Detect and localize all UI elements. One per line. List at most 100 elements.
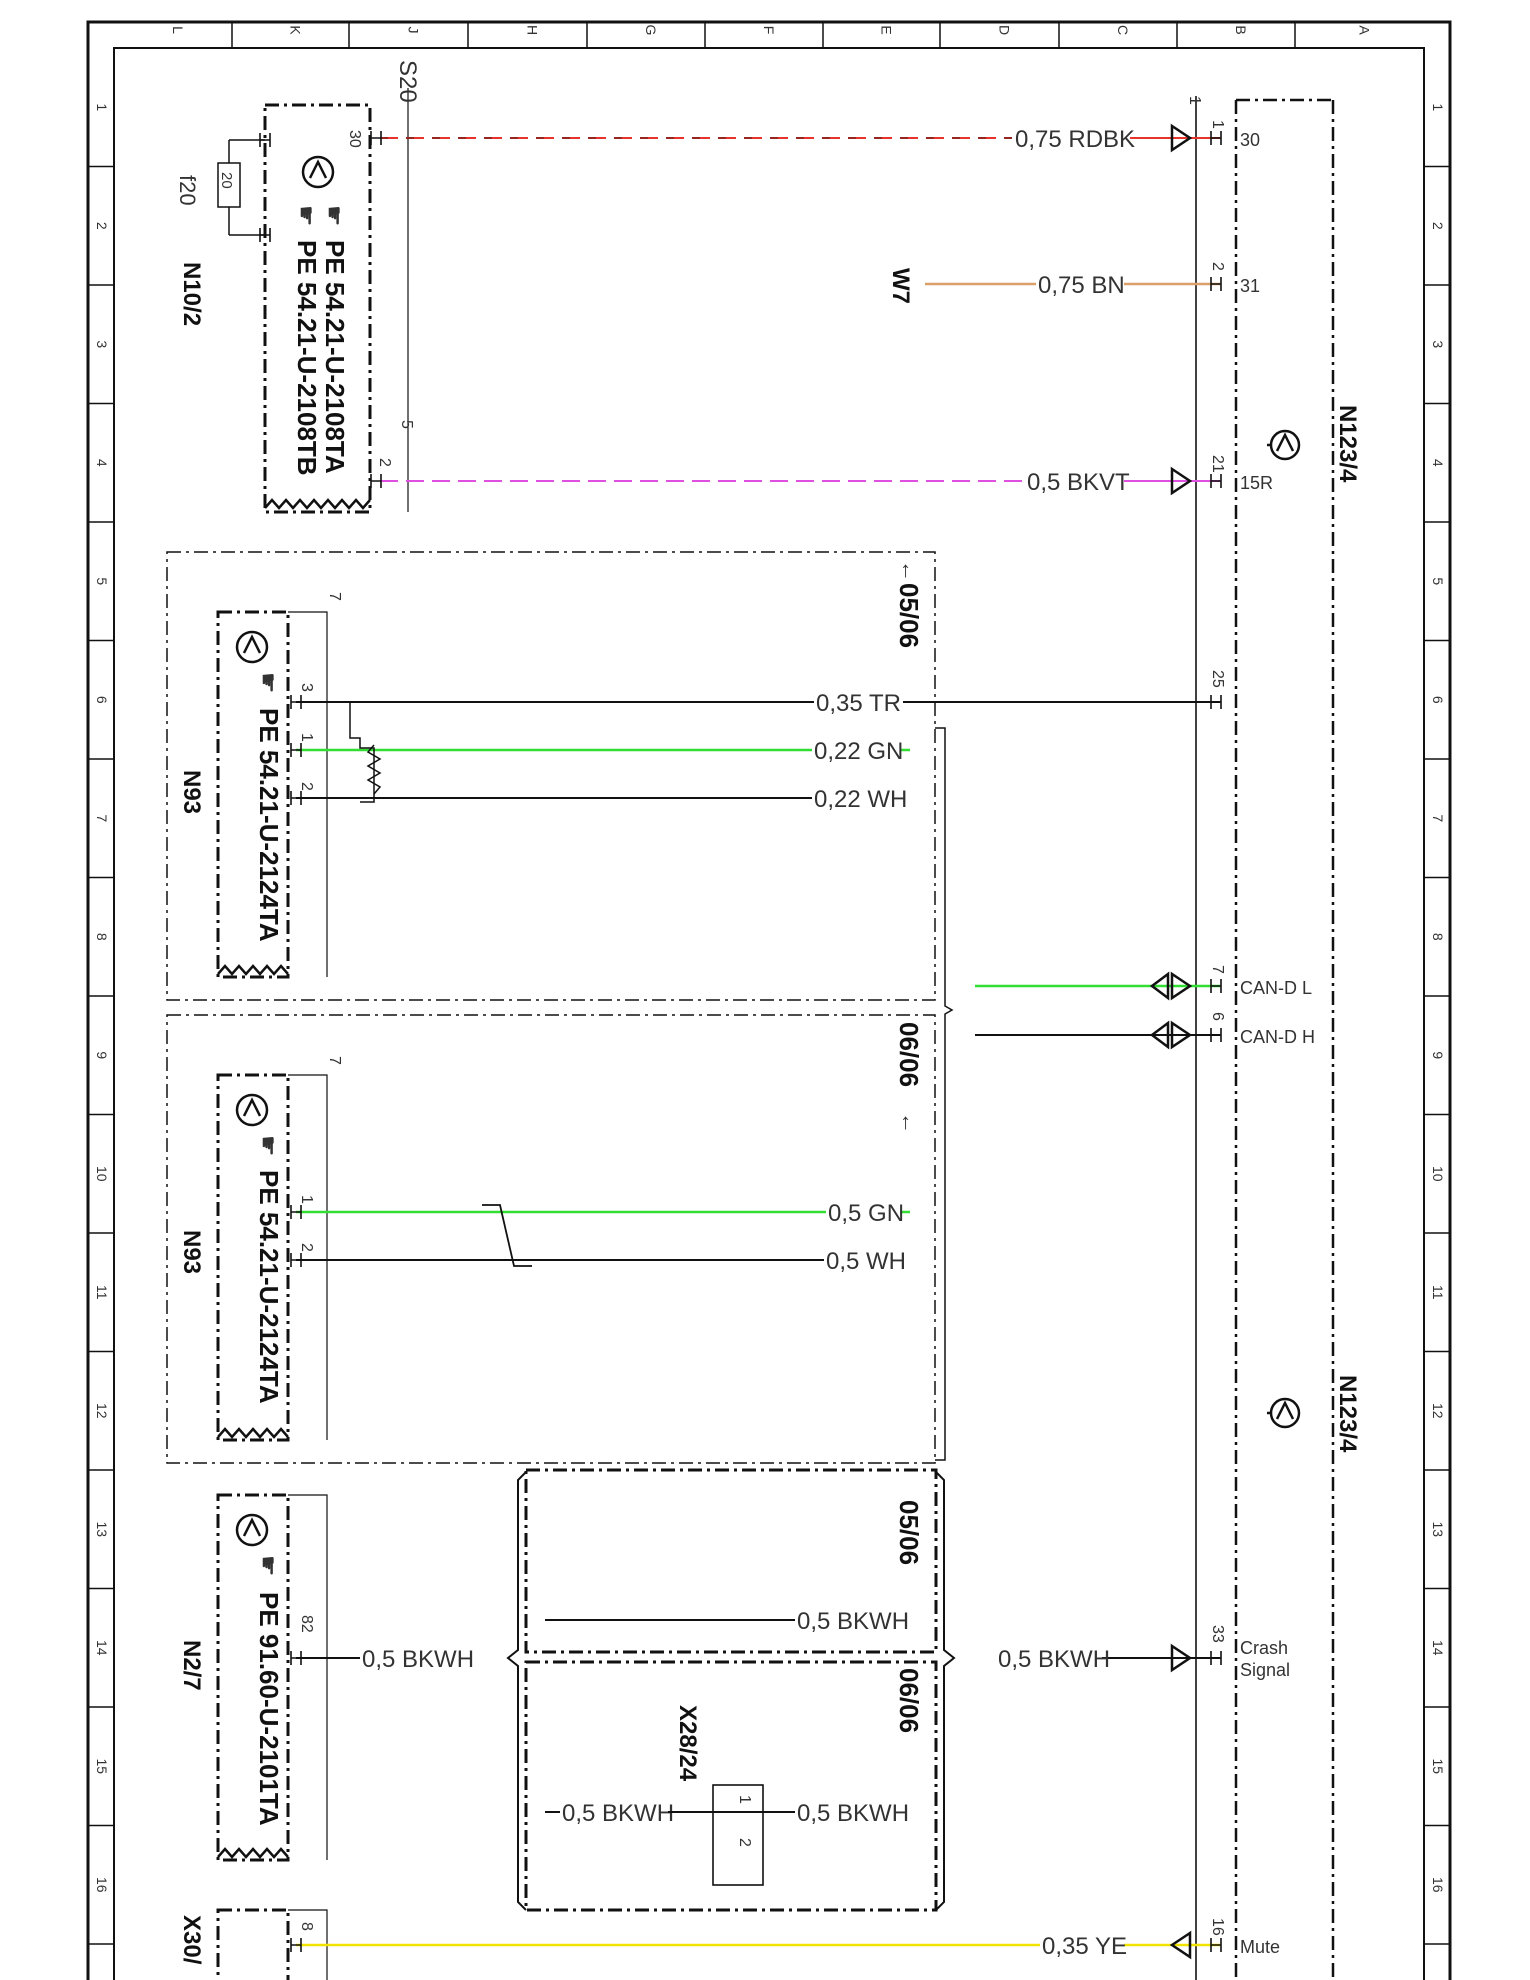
n93-a-variant-box <box>166 551 936 1001</box>
n93-b-break <box>217 1427 289 1439</box>
pe-hand-icon: ☛ <box>254 672 281 694</box>
label-w31: 0,75 BN <box>1038 272 1125 299</box>
twisted-pair-coil <box>366 744 382 795</box>
pe-hand-icon: ☛ <box>254 1555 281 1577</box>
variant-05-06: 05/06 <box>894 583 924 648</box>
antenna-icon <box>301 155 335 189</box>
arrow-down-icon: ← <box>897 560 922 582</box>
column-label: E <box>879 25 895 34</box>
pin-no-7: 7 <box>1209 965 1226 974</box>
label-bkwh-left: 0,5 BKWH <box>362 1646 474 1673</box>
label-bkwh-x2: 0,5 BKWH <box>797 1800 909 1827</box>
x30-housing <box>216 1908 290 1980</box>
row-label: 8 <box>94 933 110 941</box>
row-label: 2 <box>94 222 110 230</box>
variant-06-06-b: 06/06 <box>894 1668 924 1733</box>
column-label: K <box>288 25 304 35</box>
pin-mark <box>290 1253 302 1267</box>
n10-2-housing <box>263 103 372 514</box>
row-label: 10 <box>94 1166 110 1182</box>
row-label: 6 <box>1430 696 1446 704</box>
group-brace-right <box>935 1471 956 1911</box>
row-label: 7 <box>1430 814 1446 822</box>
column-label: H <box>525 25 541 35</box>
pin-mark <box>1210 695 1222 709</box>
pin-markers <box>259 131 1222 1952</box>
label-w-wh2: 0,5 WH <box>826 1248 906 1275</box>
x28-24-connector <box>712 1784 764 1886</box>
n123-label-top: N123/4 <box>1334 405 1361 483</box>
variant-05-06-b: 05/06 <box>894 1500 924 1565</box>
antenna-icon <box>235 630 269 664</box>
arrow-bidir <box>1170 1020 1193 1050</box>
label-w-ye: 0,35 YE <box>1042 1933 1127 1960</box>
row-label: 3 <box>94 340 110 348</box>
pin-mark <box>290 791 302 805</box>
arrow-bidir <box>1149 1020 1170 1050</box>
row-label: 14 <box>1430 1640 1446 1656</box>
pin-signal: Signal <box>1240 1660 1290 1680</box>
column-label: J <box>406 27 422 34</box>
label-w-gn1: 0,22 GN <box>814 738 903 765</box>
fuse-f20 <box>217 139 265 236</box>
n93b-pin-2: 2 <box>298 1243 315 1252</box>
s20-pin-2: 2 <box>376 458 393 467</box>
pe-hand-icon: ☛ <box>320 205 347 227</box>
column-label: L <box>170 26 186 34</box>
pin-mark <box>1210 277 1222 291</box>
n93-a-pe: PE 54.21-U-2124TA <box>254 708 284 942</box>
label-w30: 0,75 RDBK <box>1015 126 1135 153</box>
n93-b-outline <box>288 1074 328 1440</box>
row-label: 16 <box>1430 1877 1446 1893</box>
arrow-in <box>1170 123 1193 153</box>
pin-mark <box>290 695 302 709</box>
label-w-tr: 0,35 TR <box>816 690 901 717</box>
pe-hand-icon: ☛ <box>254 1135 281 1157</box>
label-bkwh-top: 0,5 BKWH <box>797 1608 909 1635</box>
n93-b-pe: PE 54.21-U-2124TA <box>254 1170 284 1404</box>
x30-pin-8: 8 <box>298 1922 315 1931</box>
column-label: D <box>997 25 1013 35</box>
row-label: 1 <box>94 103 110 111</box>
x28-24-label: X28/24 <box>674 1705 701 1782</box>
n93-a-break <box>217 964 289 976</box>
row-label: 11 <box>1430 1285 1446 1300</box>
x28-pin-1: 1 <box>736 1795 753 1804</box>
row-label: 1 <box>1430 103 1446 111</box>
row-label: 8 <box>1430 933 1446 941</box>
s20-pin-30: 30 <box>346 130 363 148</box>
n123-label-bottom: N123/4 <box>1334 1375 1361 1453</box>
n93-b-housing <box>216 1073 290 1442</box>
pin-mark <box>370 131 382 145</box>
antenna-icon <box>235 1093 269 1127</box>
pin-mark <box>1210 979 1222 993</box>
antenna-icon <box>1267 1397 1301 1429</box>
inner-frame <box>113 47 1425 1980</box>
row-label: 9 <box>1430 1051 1446 1059</box>
row-label: 6 <box>94 696 110 704</box>
column-label: F <box>761 26 777 35</box>
variant-box-4 <box>524 1660 938 1912</box>
outer-frame <box>86 20 1452 1980</box>
arrow-in <box>1170 466 1193 496</box>
pin-crash: Crash <box>1240 1638 1288 1658</box>
pin-mark <box>1210 1938 1222 1952</box>
label-w-gn2: 0,5 GN <box>828 1200 904 1227</box>
row-label: 5 <box>94 577 110 585</box>
n10-2-break <box>264 498 371 510</box>
pin-30: 30 <box>1240 130 1260 150</box>
row-label: 11 <box>94 1285 110 1300</box>
row-label: 13 <box>94 1521 110 1537</box>
pin-15r: 15R <box>1240 473 1273 493</box>
b-connector-number: 1 <box>1186 96 1203 105</box>
wire-crossover <box>482 1204 532 1267</box>
n10-2-label: N10/2 <box>178 262 205 326</box>
pin-can-h: CAN-D H <box>1240 1027 1315 1047</box>
pin-mark <box>290 1205 302 1219</box>
row-label: 10 <box>1430 1166 1446 1182</box>
row-label: 12 <box>1430 1403 1446 1419</box>
n93-a-label: N93 <box>178 770 205 814</box>
row-label: 9 <box>94 1051 110 1059</box>
pin-no-1: 1 <box>1209 120 1226 129</box>
